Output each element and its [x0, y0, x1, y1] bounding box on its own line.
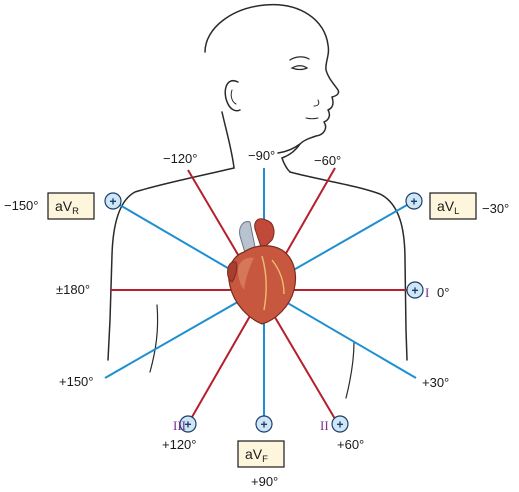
electrode-lead-iii: + — [179, 415, 197, 433]
angle-label-neg60: −60° — [314, 153, 341, 168]
eye — [290, 65, 309, 71]
armpit-right — [345, 341, 355, 399]
face-details — [289, 56, 320, 120]
shoulder-left — [107, 167, 235, 361]
lead-label-avr: aVR — [55, 198, 79, 217]
lead-box-avl: aVL — [429, 192, 477, 220]
lead-box-avr: aVR — [47, 192, 95, 220]
electrode-avf-plus-sign: + — [260, 418, 267, 432]
electrode-avr-circle — [104, 192, 122, 210]
electrode-lead-ii-plus-sign: + — [336, 418, 343, 432]
angle-label-pm180: ±180° — [56, 282, 90, 297]
electrode-lead-i-circle — [406, 281, 424, 299]
angle-label-pos90: +90° — [251, 474, 278, 489]
ear-inner — [230, 89, 237, 105]
electrode-lead-i-plus-sign: + — [411, 284, 418, 298]
lead-box-avf-frame — [237, 440, 285, 468]
electrode-avl-circle — [405, 192, 423, 210]
electrode-avf: + — [255, 415, 273, 433]
angle-label-pos60: +60° — [337, 437, 364, 452]
electrode-avr-plus-sign: + — [109, 195, 116, 209]
electrode-avl-plus-sign: + — [410, 195, 417, 209]
right-atrium — [227, 261, 238, 283]
angle-label-pos120: +120° — [162, 437, 196, 452]
electrode-lead-ii-circle — [331, 415, 349, 433]
angle-label-neg120: −120° — [163, 151, 197, 166]
neck-left — [221, 111, 235, 169]
electrode-lead-iii-circle — [179, 415, 197, 433]
angle-label-neg90: −90° — [248, 148, 275, 163]
lead-box-avr-frame — [47, 192, 95, 220]
angle-label-neg30: −30° — [482, 201, 509, 216]
electrode-lead-ii: + — [331, 415, 349, 433]
nose-line — [313, 99, 320, 107]
lead-box-avl-frame — [429, 192, 477, 220]
armpit-left — [149, 304, 159, 373]
limb-lead-label-iii: III — [173, 418, 186, 433]
electrode-avr: + — [104, 192, 122, 210]
angle-label-neg150: −150° — [4, 198, 38, 213]
coronary-vessel — [261, 255, 285, 311]
angle-labels: −120° −90° −60° −150° −30° ±180° 0° +150… — [4, 148, 509, 489]
ear-outline — [224, 79, 241, 112]
lead-label-avl: aVL — [437, 198, 459, 217]
heart-illustration — [227, 218, 297, 325]
neck-right — [281, 157, 291, 173]
electrode-avl: + — [405, 192, 423, 210]
angle-label-pos150: +150° — [59, 374, 93, 389]
heart-highlight — [238, 257, 254, 290]
angle-label-pos30: +30° — [422, 375, 449, 390]
electrode-lead-i: + — [406, 281, 424, 299]
electrode-avf-circle — [255, 415, 273, 433]
angle-label-zero: 0° — [437, 285, 449, 300]
body-outline — [107, 3, 408, 399]
limb-lead-label-ii: II — [320, 418, 329, 433]
shoulder-right — [289, 171, 408, 361]
limb-lead-label-i: I — [425, 285, 429, 300]
mouth-line — [305, 117, 319, 120]
lead-label-avf: aVF — [245, 446, 268, 465]
electrode-lead-iii-plus-sign: + — [184, 418, 191, 432]
jaw-line — [281, 143, 301, 159]
head-outline — [204, 3, 340, 154]
aortic-arch — [254, 218, 275, 251]
eyebrow — [289, 56, 310, 61]
lead-box-avf: aVF — [237, 440, 285, 468]
electrode-markers: + + + + + + — [104, 192, 424, 433]
